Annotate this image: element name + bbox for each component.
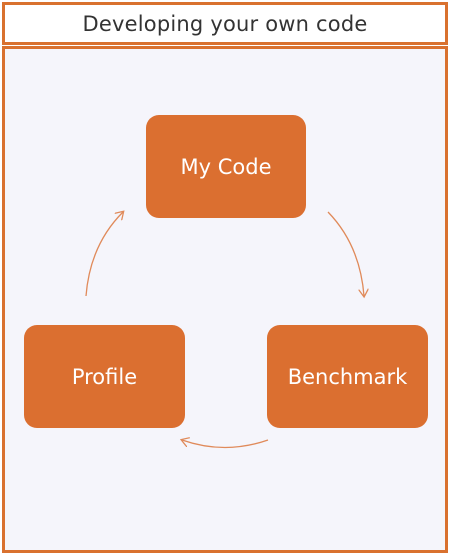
node-my-code-label: My Code — [180, 154, 272, 179]
node-my-code[interactable]: My Code — [146, 115, 306, 218]
node-benchmark[interactable]: Benchmark — [267, 325, 428, 428]
diagram-title: Developing your own code — [82, 11, 368, 36]
node-profile-label: Profile — [71, 364, 138, 389]
node-benchmark-label: Benchmark — [287, 364, 408, 389]
node-profile[interactable]: Profile — [24, 325, 185, 428]
diagram-title-box: Developing your own code — [2, 2, 448, 45]
